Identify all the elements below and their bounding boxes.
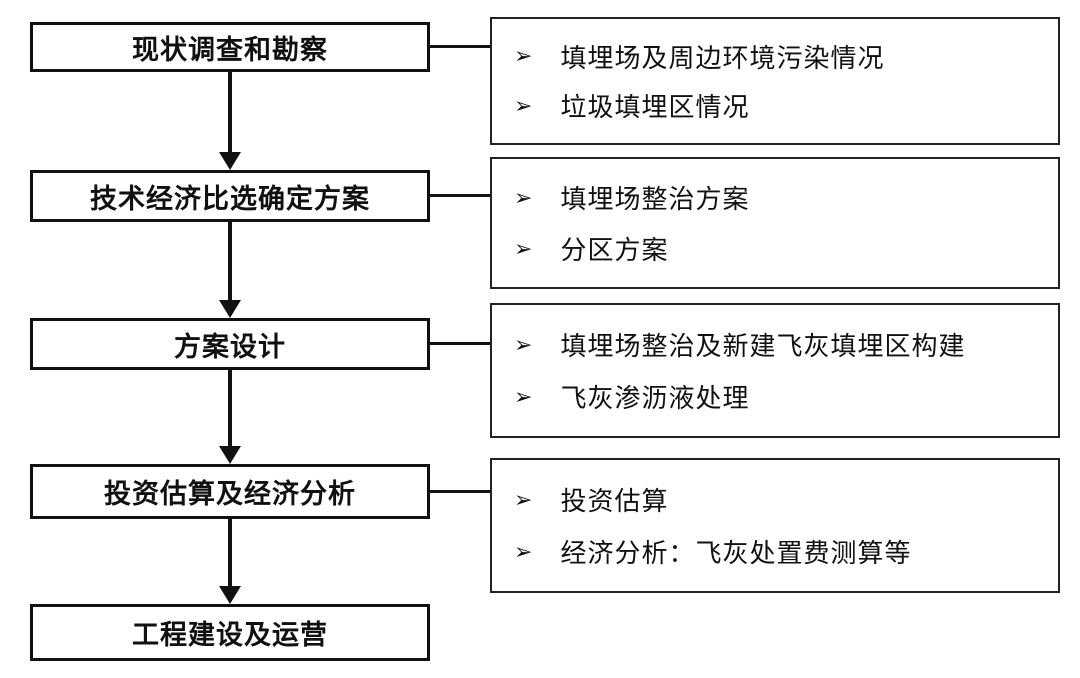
arrow-bullet-icon: ➢ bbox=[514, 486, 533, 512]
arrow-bullet-icon: ➢ bbox=[514, 235, 533, 261]
step-label: 现状调查和勘察 bbox=[132, 34, 328, 65]
detail-box-investment: ➢ 投资估算 ➢ 经济分析：飞灰处置费测算等 bbox=[490, 458, 1060, 593]
connector-line-4 bbox=[430, 490, 490, 493]
down-arrow-4 bbox=[219, 519, 241, 604]
detail-item: ➢ 经济分析：飞灰处置费测算等 bbox=[514, 533, 1048, 570]
detail-text: 垃圾填埋区情况 bbox=[560, 92, 750, 123]
down-arrow-3 bbox=[219, 370, 241, 464]
arrow-head bbox=[219, 152, 241, 170]
step-box-investment: 投资估算及经济分析 bbox=[30, 464, 430, 519]
detail-box-comparison: ➢ 填埋场整治方案 ➢ 分区方案 bbox=[490, 157, 1060, 289]
arrow-bullet-icon: ➢ bbox=[514, 383, 533, 409]
detail-item: ➢ 分区方案 bbox=[514, 230, 1048, 267]
detail-text: 填埋场整治及新建飞灰填埋区构建 bbox=[560, 331, 966, 361]
detail-item: ➢ 投资估算 bbox=[514, 481, 1048, 518]
step-box-comparison: 技术经济比选确定方案 bbox=[30, 170, 430, 222]
arrow-bullet-icon: ➢ bbox=[514, 331, 533, 357]
detail-text: 填埋场整治方案 bbox=[560, 184, 750, 214]
detail-text: 飞灰渗沥液处理 bbox=[560, 383, 750, 413]
arrow-bullet-icon: ➢ bbox=[514, 43, 533, 69]
arrow-shaft bbox=[228, 519, 232, 588]
arrow-shaft bbox=[228, 222, 232, 302]
detail-text: 分区方案 bbox=[560, 235, 669, 265]
arrow-bullet-icon: ➢ bbox=[514, 184, 533, 210]
arrow-shaft bbox=[228, 370, 232, 448]
detail-text: 投资估算 bbox=[560, 486, 669, 516]
step-label: 方案设计 bbox=[174, 331, 286, 362]
step-label: 工程建设及运营 bbox=[132, 620, 328, 650]
connector-line-2 bbox=[430, 194, 490, 197]
step-label: 技术经济比选确定方案 bbox=[90, 183, 370, 214]
arrow-bullet-icon: ➢ bbox=[514, 538, 533, 564]
connector-line-3 bbox=[430, 342, 490, 345]
detail-text: 经济分析：飞灰处置费测算等 bbox=[560, 538, 912, 568]
step-box-design: 方案设计 bbox=[30, 318, 430, 370]
step-box-construction: 工程建设及运营 bbox=[30, 604, 430, 661]
detail-box-design: ➢ 填埋场整治及新建飞灰填埋区构建 ➢ 飞灰渗沥液处理 bbox=[490, 303, 1060, 438]
arrow-head bbox=[219, 586, 241, 604]
arrow-bullet-icon: ➢ bbox=[514, 92, 533, 118]
detail-text: 填埋场及周边环境污染情况 bbox=[560, 42, 885, 73]
arrow-head bbox=[219, 446, 241, 464]
detail-item: ➢ 填埋场整治方案 bbox=[514, 179, 1048, 216]
detail-item: ➢ 填埋场及周边环境污染情况 bbox=[514, 38, 1048, 75]
step-label: 投资估算及经济分析 bbox=[104, 479, 356, 509]
detail-item: ➢ 填埋场整治及新建飞灰填埋区构建 bbox=[514, 326, 1048, 363]
down-arrow-1 bbox=[219, 72, 241, 170]
detail-item: ➢ 飞灰渗沥液处理 bbox=[514, 378, 1048, 415]
detail-box-survey: ➢ 填埋场及周边环境污染情况 ➢ 垃圾填埋区情况 bbox=[490, 17, 1060, 145]
arrow-head bbox=[219, 300, 241, 318]
arrow-shaft bbox=[228, 72, 232, 154]
step-box-survey: 现状调查和勘察 bbox=[30, 22, 430, 72]
down-arrow-2 bbox=[219, 222, 241, 318]
connector-line-1 bbox=[430, 45, 490, 48]
detail-item: ➢ 垃圾填埋区情况 bbox=[514, 87, 1048, 124]
